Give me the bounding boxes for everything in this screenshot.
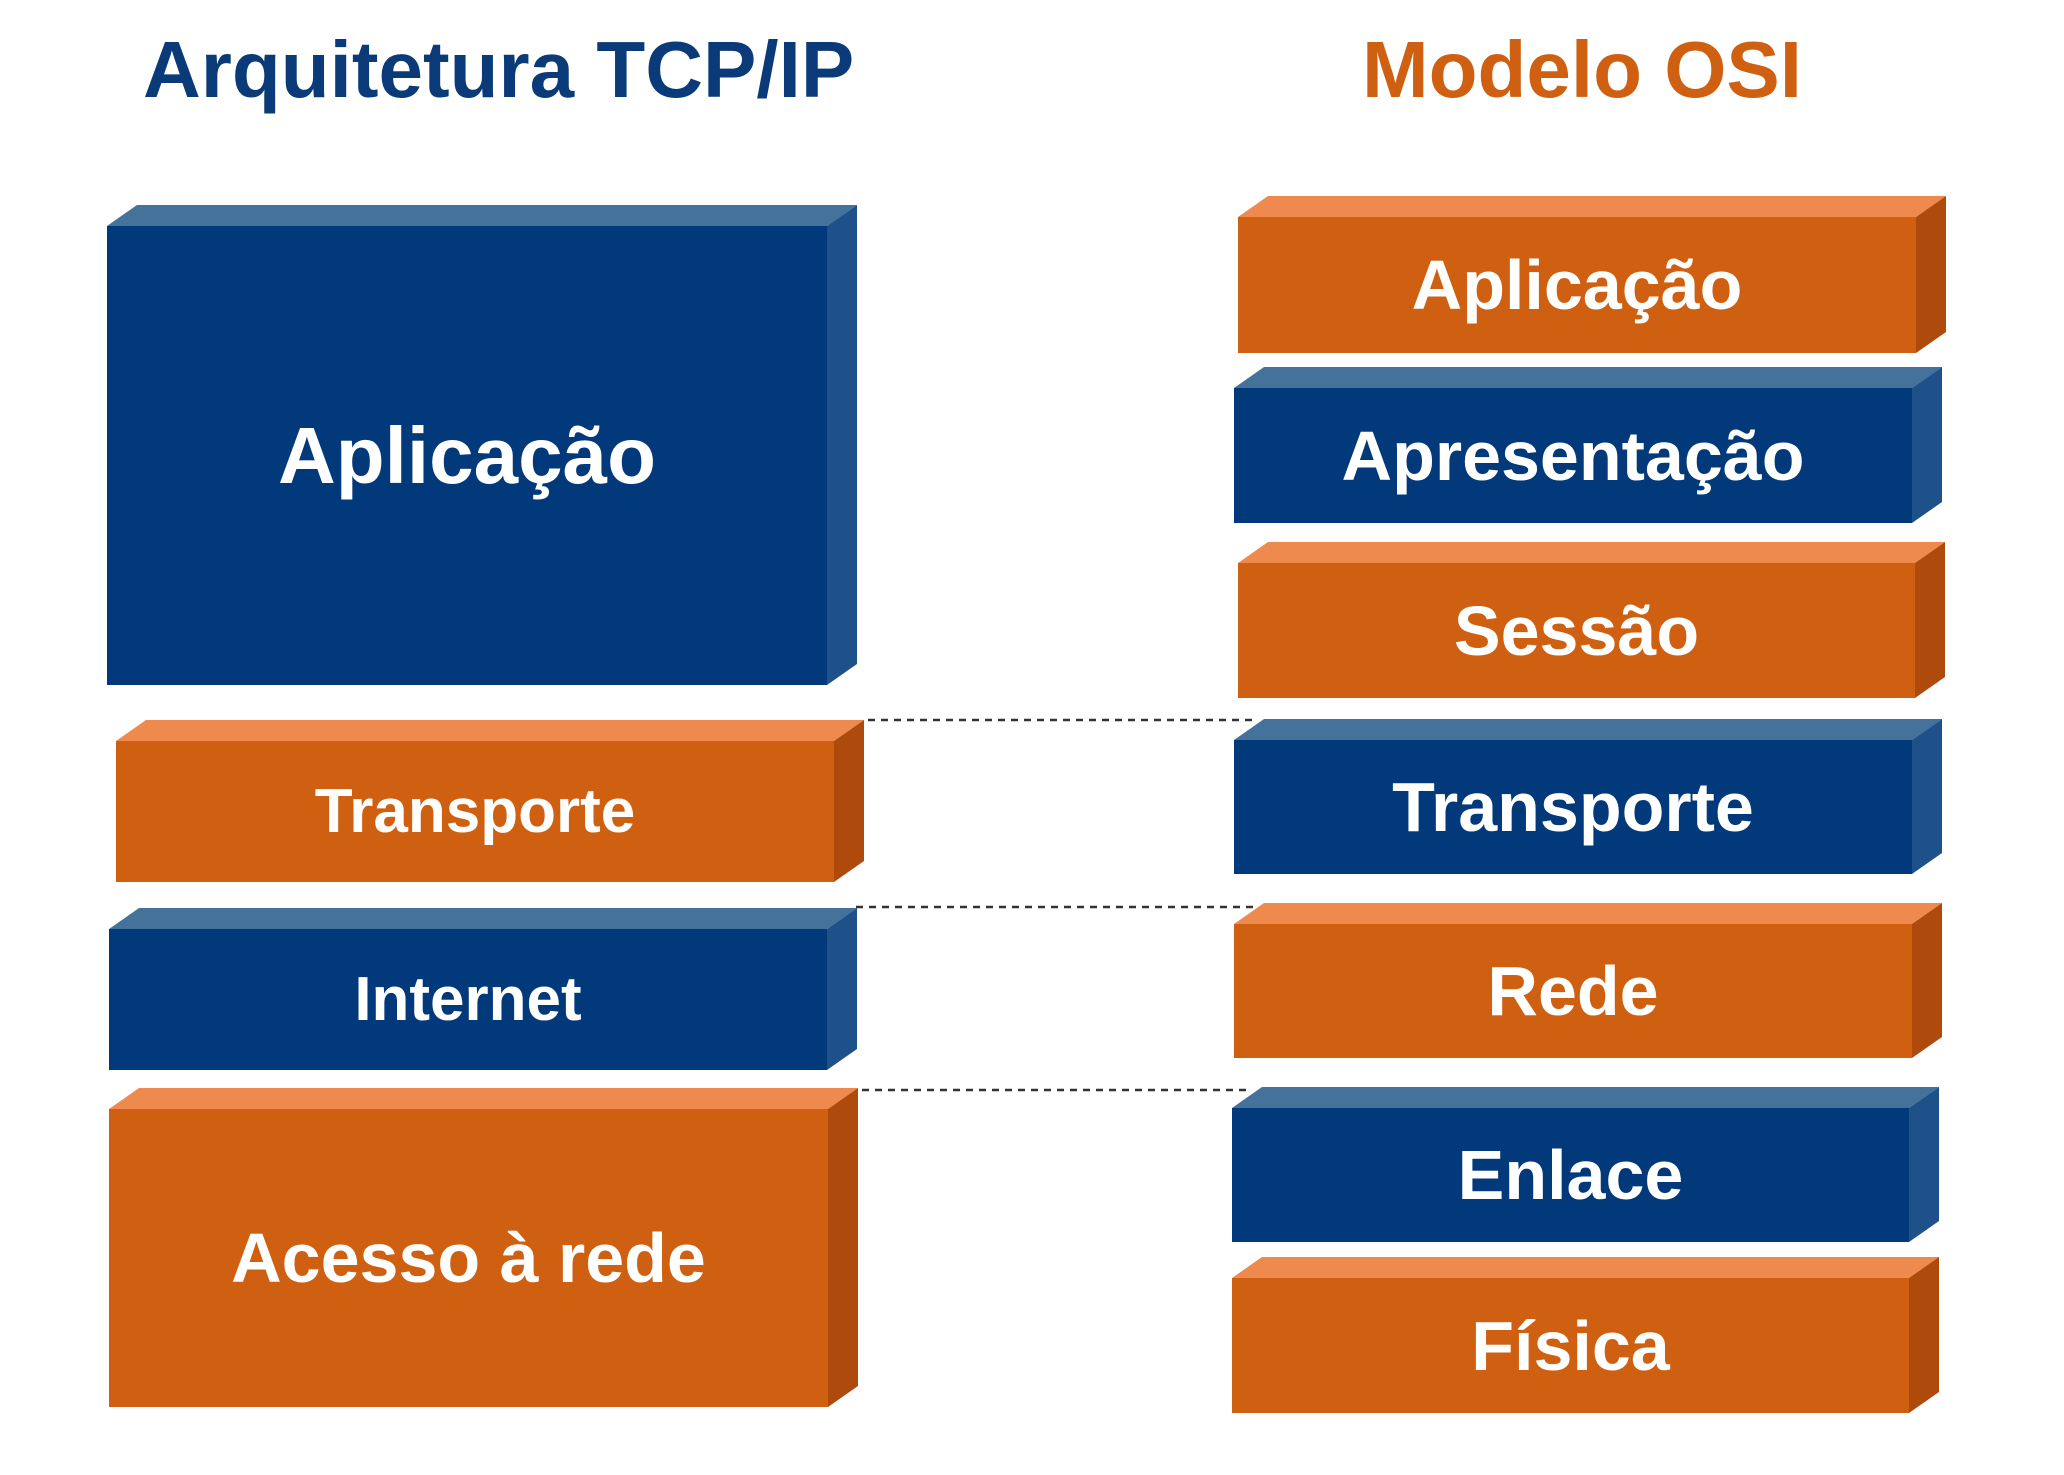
block-top-face bbox=[107, 205, 857, 226]
tcp-layer-internet: Internet bbox=[109, 908, 857, 1070]
block-top-face bbox=[109, 1088, 858, 1109]
block-side-face bbox=[1916, 196, 1946, 353]
osi-layer-apresentacao: Apresentação bbox=[1234, 367, 1942, 523]
block-top-face bbox=[1238, 542, 1945, 563]
osi-layer-label: Sessão bbox=[1238, 563, 1915, 698]
tcp-layer-label: Internet bbox=[109, 929, 827, 1070]
block-top-face bbox=[116, 720, 864, 741]
block-side-face bbox=[827, 205, 857, 685]
tcp-ip-title: Arquitetura TCP/IP bbox=[143, 25, 855, 114]
tcp-layer-label: Acesso à rede bbox=[109, 1109, 828, 1407]
block-side-face bbox=[1912, 719, 1942, 874]
block-top-face bbox=[1234, 903, 1942, 924]
osi-model-title: Modelo OSI bbox=[1362, 25, 1802, 114]
block-side-face bbox=[1915, 542, 1945, 698]
osi-layer-fisica: Física bbox=[1232, 1257, 1939, 1413]
osi-layer-label: Transporte bbox=[1234, 740, 1912, 874]
osi-layer-label: Aplicação bbox=[1238, 217, 1916, 353]
tcp-layer-label: Transporte bbox=[116, 741, 834, 882]
osi-layer-sessao: Sessão bbox=[1238, 542, 1945, 698]
block-top-face bbox=[109, 908, 857, 929]
block-side-face bbox=[828, 1088, 858, 1407]
osi-layer-label: Física bbox=[1232, 1278, 1909, 1413]
osi-layer-label: Enlace bbox=[1232, 1108, 1909, 1242]
osi-layer-enlace: Enlace bbox=[1232, 1087, 1939, 1242]
block-side-face bbox=[1909, 1257, 1939, 1413]
tcp-layer-aplicacao: Aplicação bbox=[107, 205, 857, 685]
tcp-layer-transporte: Transporte bbox=[116, 720, 864, 882]
osi-layer-rede: Rede bbox=[1234, 903, 1942, 1058]
osi-layer-label: Apresentação bbox=[1234, 388, 1912, 523]
block-top-face bbox=[1232, 1257, 1939, 1278]
block-top-face bbox=[1238, 196, 1946, 217]
tcp-layer-acesso-a-rede: Acesso à rede bbox=[109, 1088, 858, 1407]
block-side-face bbox=[1909, 1087, 1939, 1242]
osi-layer-aplicacao: Aplicação bbox=[1238, 196, 1946, 353]
tcp-layer-label: Aplicação bbox=[107, 226, 827, 685]
osi-layer-label: Rede bbox=[1234, 924, 1912, 1058]
block-side-face bbox=[1912, 367, 1942, 523]
block-top-face bbox=[1234, 367, 1942, 388]
block-side-face bbox=[827, 908, 857, 1070]
block-side-face bbox=[1912, 903, 1942, 1058]
block-top-face bbox=[1234, 719, 1942, 740]
block-side-face bbox=[834, 720, 864, 882]
block-top-face bbox=[1232, 1087, 1939, 1108]
osi-layer-transporte: Transporte bbox=[1234, 719, 1942, 874]
